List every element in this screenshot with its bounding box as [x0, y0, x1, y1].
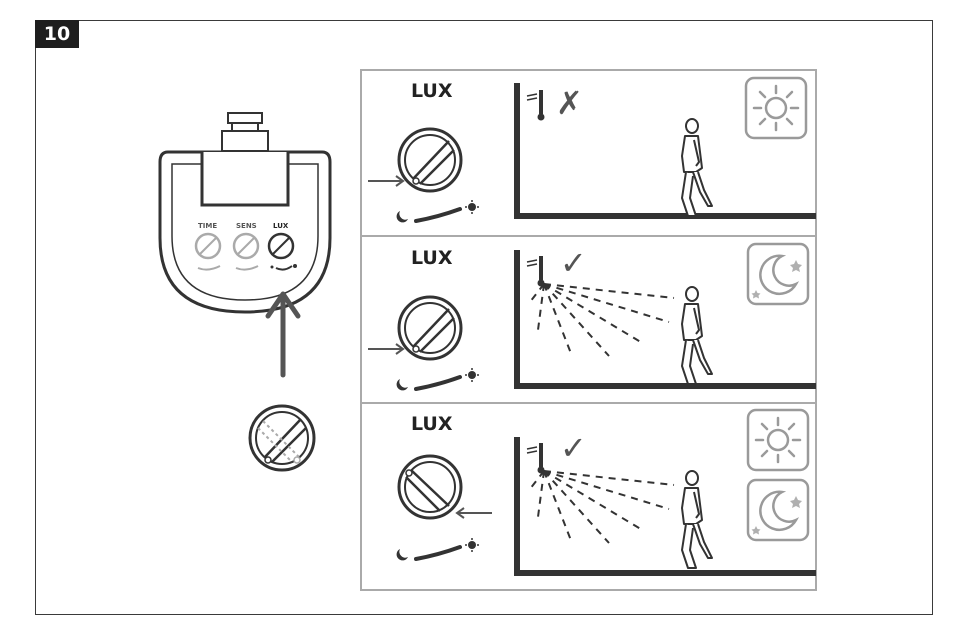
panel-1-result-mark: ✗ [556, 84, 583, 122]
lux-knob-label: LUX [273, 222, 289, 230]
panel-3-dial [397, 454, 463, 520]
panel-1-wall [514, 83, 816, 219]
panel-2-light-rays [529, 283, 675, 357]
panel-2-dim-scale [394, 366, 481, 393]
time-knob-label: TIME [198, 222, 218, 230]
panel-2-result-mark: ✓ [560, 244, 587, 282]
lux-knob-small[interactable] [267, 232, 297, 271]
motion-sensor-body [158, 112, 332, 314]
panel-2-person [681, 286, 713, 385]
panel-2 [368, 242, 816, 393]
panel-3-sun-icon [746, 408, 810, 472]
panel-1-person [681, 118, 713, 217]
sens-knob[interactable] [232, 232, 260, 271]
panel-2-wall [514, 250, 816, 389]
up-arrow [265, 291, 301, 378]
panels-grid [360, 69, 817, 591]
panel-1-lux-label: LUX [411, 80, 453, 102]
panel-2-lux-label: LUX [411, 247, 453, 269]
panel-2-moon-icon [746, 242, 810, 306]
panel-3-moon-icon [746, 478, 810, 542]
panel-3-lamp [525, 441, 547, 476]
panel-3-person [681, 470, 713, 569]
panel-3-lux-label: LUX [411, 413, 453, 435]
panel-3-light-rays [529, 470, 675, 544]
panel-1-dim-scale [394, 198, 481, 225]
panel-1-sun-icon [744, 76, 808, 140]
figure-frame [35, 20, 933, 615]
panel-2-lamp [525, 254, 547, 289]
lux-knob-zoomed [248, 404, 316, 472]
time-knob[interactable] [194, 232, 222, 271]
panel-3-wall [514, 437, 816, 576]
panel-3-result-mark: ✓ [560, 429, 587, 467]
panel-2-dial-pointer-arrow [368, 343, 405, 355]
panel-2-dial [397, 295, 463, 361]
panel-3-dim-scale [394, 536, 481, 563]
panel-3 [394, 408, 816, 576]
panel-1-lamp [525, 88, 547, 123]
panel-3-dial-pointer-arrow [455, 507, 492, 519]
sens-knob-label: SENS [236, 222, 257, 230]
panel-1-dial [397, 127, 463, 193]
panel-1-dial-pointer-arrow [368, 175, 405, 187]
panel-1 [368, 76, 816, 225]
figure-number-badge: 10 [35, 20, 79, 48]
